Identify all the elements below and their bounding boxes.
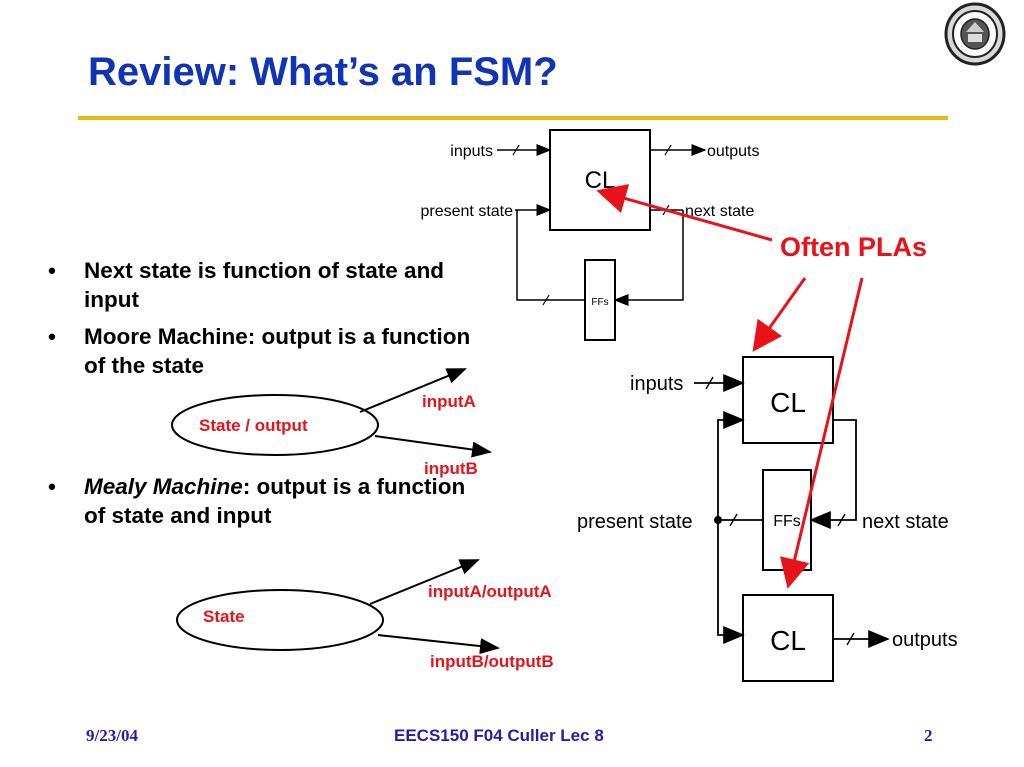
present-state-to-cl1 bbox=[717, 411, 745, 520]
mealy-arrow-b bbox=[377, 634, 500, 655]
bullet-moore: Moore Machine: output is a function of t… bbox=[48, 322, 488, 380]
moore-state-ellipse bbox=[171, 394, 379, 456]
slide-title: Review: What’s an FSM? bbox=[88, 50, 558, 94]
moore-arrow-b bbox=[374, 435, 492, 458]
inputs-label-split: inputs bbox=[630, 373, 683, 395]
cl-label-2: CL bbox=[770, 625, 806, 656]
present-state-label-split: present state bbox=[577, 511, 693, 533]
fsm-block-diagram: CL FFs inputs outputs present state next… bbox=[421, 129, 759, 341]
inputs-label: inputs bbox=[450, 143, 493, 160]
bullet-list: Next state is function of state and inpu… bbox=[48, 256, 488, 530]
mealy-state-label: State bbox=[203, 607, 245, 626]
ffs-label: FFs bbox=[591, 297, 608, 308]
moore-state-label: State / output bbox=[199, 416, 308, 435]
footer-course: EECS150 F04 Culler Lec 8 bbox=[394, 726, 604, 745]
moore-input-a: inputA bbox=[422, 392, 476, 411]
present-state-to-cl2 bbox=[717, 520, 745, 644]
bullet-next-state: Next state is function of state and inpu… bbox=[48, 256, 488, 314]
mealy-state-ellipse bbox=[176, 589, 384, 651]
mealy-state-diagram: State inputA/outputA inputB/outputB bbox=[176, 559, 554, 671]
mealy-input-b: inputB/outputB bbox=[430, 652, 554, 671]
university-seal-icon bbox=[944, 2, 1006, 66]
moore-state-diagram: State / output inputA inputB bbox=[171, 368, 492, 478]
outputs-label: outputs bbox=[707, 143, 759, 160]
cl-label-1: CL bbox=[770, 387, 806, 418]
outputs-label-split: outputs bbox=[892, 629, 958, 651]
next-state-label: next state bbox=[685, 203, 754, 220]
cl-block-2 bbox=[742, 594, 834, 682]
present-state-label: present state bbox=[421, 203, 514, 220]
title-underline bbox=[78, 116, 948, 120]
often-plas-label: Often PLAs bbox=[780, 232, 927, 262]
split-fsm-diagram: CL FFs CL inputs present state next stat… bbox=[577, 356, 958, 682]
footer-date: 9/23/04 bbox=[86, 726, 138, 745]
next-state-label-split: next state bbox=[862, 511, 949, 533]
feedback-arrow-out bbox=[516, 210, 585, 301]
moore-input-b: inputB bbox=[424, 459, 478, 478]
footer-page-number: 2 bbox=[924, 726, 933, 745]
cl-label: CL bbox=[585, 167, 616, 194]
moore-arrow-a bbox=[359, 368, 467, 413]
mealy-arrow-a bbox=[369, 559, 480, 605]
ffs-label-split: FFs bbox=[773, 513, 801, 530]
bullet-mealy: Mealy Machine: output is a function of s… bbox=[48, 472, 488, 530]
mealy-input-a: inputA/outputA bbox=[428, 582, 552, 601]
